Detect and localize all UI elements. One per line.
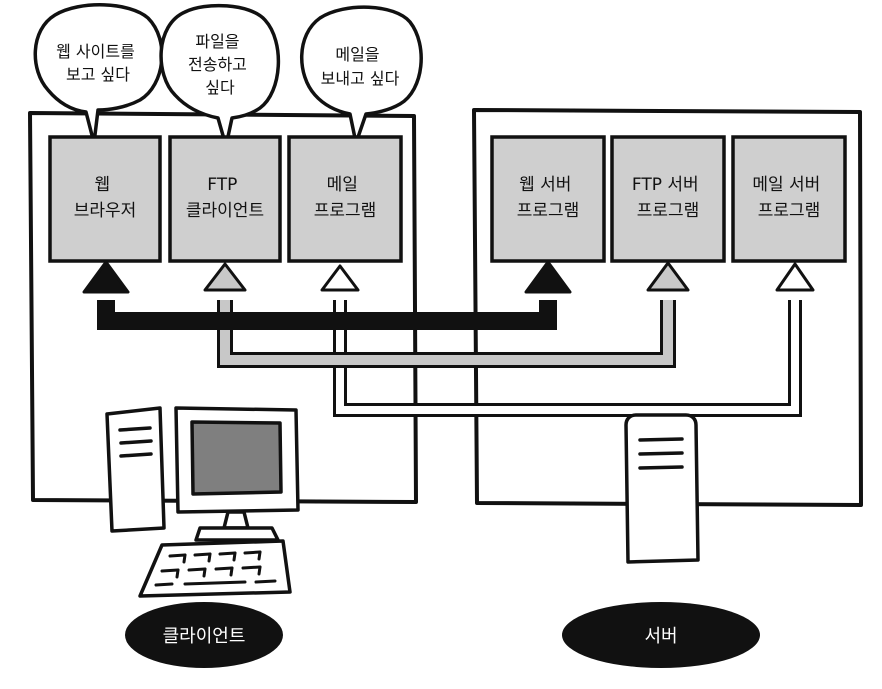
speech-bubble-web: 웹 사이트를 보고 싶다	[33, 3, 164, 145]
arrowhead-web-client	[82, 260, 130, 294]
client-web-line-1: 웹	[94, 175, 110, 195]
server-program-web: 웹 서버 프로그램	[490, 135, 606, 263]
server-program-mail: 메일 서버 프로그램	[731, 135, 847, 263]
arrowhead-web-server	[524, 260, 572, 294]
server-program-ftp: FTP 서버 프로그램	[610, 135, 726, 263]
bubble-ftp-line-1: 파일을	[195, 32, 239, 51]
bubble-mail-line-1: 메일을	[335, 45, 379, 64]
client-mail-line-2: 프로그램	[314, 201, 377, 221]
desktop-computer-icon	[105, 406, 300, 598]
arrowhead-mail-client	[320, 264, 360, 292]
bubble-ftp-line-2: 전송하고	[188, 55, 247, 74]
client-label: 클라이언트	[163, 626, 246, 647]
client-web-line-2: 브라우저	[74, 201, 137, 221]
speech-bubble-mail: 메일을 보내고 싶다	[300, 5, 423, 145]
svg-text:메일 서버 프로그램: 메일 서버 프로그램	[752, 175, 825, 221]
svg-text:웹 서버 프로그램: 웹 서버 프로그램	[517, 175, 580, 221]
server-mail-line-1: 메일 서버	[752, 175, 820, 195]
client-mail-line-1: 메일	[327, 175, 358, 195]
server-mail-line-2: 프로그램	[758, 201, 821, 221]
arrowhead-ftp-server	[646, 261, 690, 292]
tower-server-icon	[624, 413, 700, 564]
server-label: 서버	[644, 626, 677, 647]
client-program-mail: 메일 프로그램	[287, 135, 403, 263]
svg-text:웹 브라우저: 웹 브라우저	[74, 175, 137, 221]
client-label-pill: 클라이언트	[125, 602, 283, 668]
client-ftp-line-1: FTP	[207, 175, 237, 195]
server-label-pill: 서버	[562, 602, 760, 668]
server-ftp-line-2: 프로그램	[637, 201, 700, 221]
client-ftp-line-2: 클라이언트	[186, 201, 264, 221]
server-web-line-1: 웹 서버	[519, 175, 571, 195]
svg-text:FTP 클라이언트: FTP 클라이언트	[186, 175, 264, 221]
server-ftp-line-1: FTP 서버	[632, 175, 699, 195]
client-program-web: 웹 브라우저	[48, 135, 162, 263]
arrowhead-ftp-client	[203, 262, 247, 292]
svg-text:웹 사이트를 보고 싶다: 웹 사이트를 보고 싶다	[56, 42, 140, 84]
bubble-web-line-1: 웹 사이트를	[56, 42, 135, 61]
connection-web	[82, 260, 572, 330]
bubble-web-line-2: 보고 싶다	[66, 65, 130, 84]
server-web-line-2: 프로그램	[517, 201, 580, 221]
bubble-mail-line-2: 보내고 싶다	[321, 69, 400, 88]
client-program-ftp: FTP 클라이언트	[168, 135, 282, 263]
arrowhead-mail-server	[775, 262, 815, 292]
svg-text:메일을 보내고 싶다: 메일을 보내고 싶다	[321, 45, 400, 88]
svg-text:파일을 전송하고 싶다: 파일을 전송하고 싶다	[188, 32, 252, 97]
svg-text:FTP 서버 프로그램: FTP 서버 프로그램	[632, 175, 704, 221]
svg-text:메일 프로그램: 메일 프로그램	[314, 175, 377, 221]
bubble-ftp-line-3: 싶다	[205, 78, 235, 97]
speech-bubble-ftp: 파일을 전송하고 싶다	[159, 3, 281, 148]
